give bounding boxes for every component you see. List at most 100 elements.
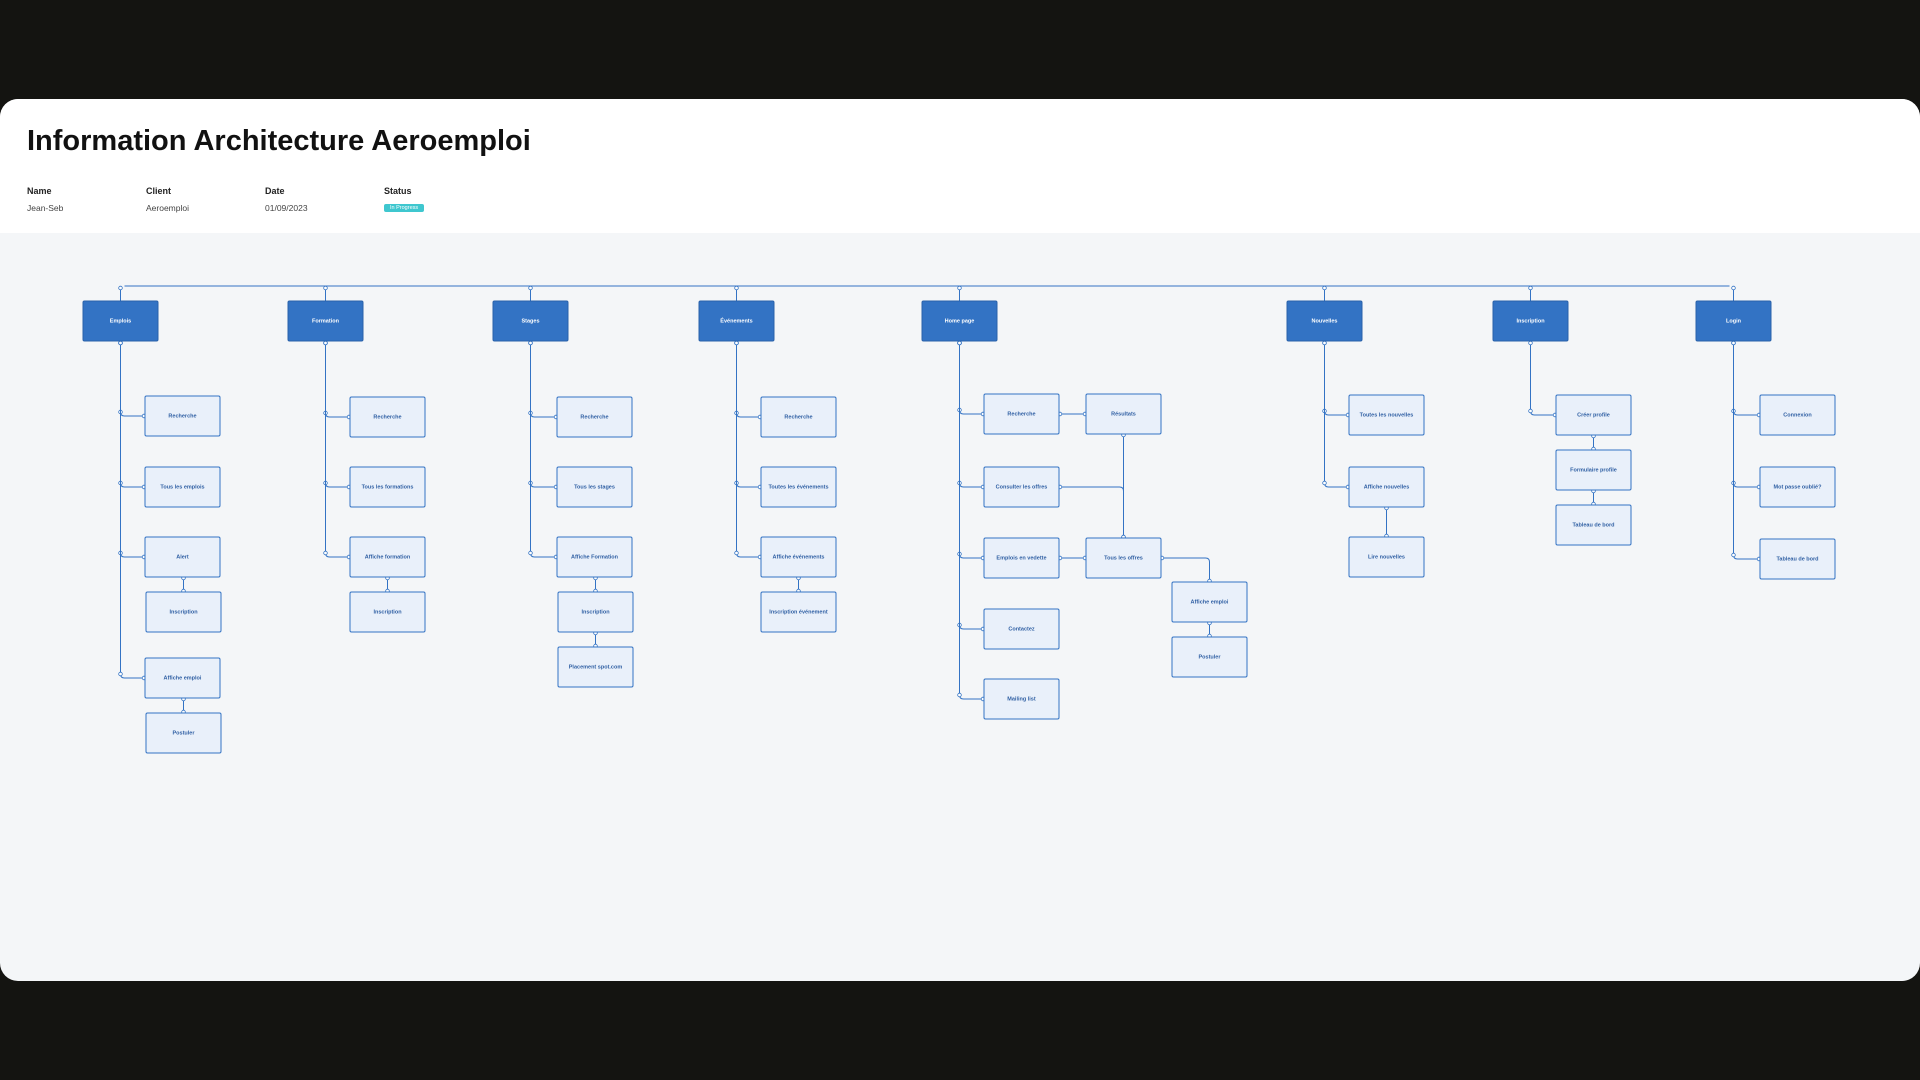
page-node-l2[interactable]: Mot passe oublié? xyxy=(1759,466,1836,508)
node-box xyxy=(1555,449,1632,491)
page-node-s1[interactable]: Recherche xyxy=(556,396,633,438)
connector-endpoint xyxy=(323,340,328,346)
page-node-s2[interactable]: Tous les stages xyxy=(556,466,633,508)
meta-status-label: Status xyxy=(384,186,412,196)
branch-link xyxy=(120,341,145,417)
node-box xyxy=(287,300,364,342)
page-node-i3[interactable]: Tableau de bord xyxy=(1555,504,1632,546)
node-label: Tous les offres xyxy=(1104,555,1143,561)
page-node-n3[interactable]: Lire nouvelles xyxy=(1348,536,1425,578)
page-node-h5[interactable]: Tous les offres xyxy=(1085,537,1162,579)
page-node-h4[interactable]: Emplois en vedette xyxy=(983,537,1060,579)
node-label: Inscription xyxy=(169,609,198,615)
node-label: Stages xyxy=(521,318,539,324)
node-label: Toutes les nouvelles xyxy=(1360,412,1414,418)
node-box xyxy=(1085,537,1162,579)
page-node-f3[interactable]: Affiche formation xyxy=(349,536,426,578)
page-node-h7[interactable]: Postuler xyxy=(1171,636,1248,678)
node-label: Recherche xyxy=(168,413,196,419)
page-node-e6[interactable]: Postuler xyxy=(145,712,222,754)
status-badge: In Progress xyxy=(384,204,425,212)
branch-link xyxy=(1324,341,1349,416)
connector-endpoint xyxy=(957,285,962,291)
node-label: Alert xyxy=(176,554,189,560)
page-node-f4[interactable]: Inscription xyxy=(349,591,426,633)
node-label: Créer profile xyxy=(1577,412,1610,418)
section-node-inscription[interactable]: Inscription xyxy=(1492,300,1569,342)
branch-link xyxy=(1733,341,1760,560)
page-node-e5[interactable]: Affiche emploi xyxy=(144,657,221,699)
node-box xyxy=(760,466,837,508)
page-node-e1[interactable]: Recherche xyxy=(144,395,221,437)
page-node-h2[interactable]: Résultats xyxy=(1085,393,1162,435)
page-node-i2[interactable]: Formulaire profile xyxy=(1555,449,1632,491)
branch-link xyxy=(959,341,984,700)
page-node-s4[interactable]: Inscription xyxy=(557,591,634,633)
node-label: Consulter les offres xyxy=(996,484,1048,490)
page-node-h9[interactable]: Mailing list xyxy=(983,678,1060,720)
node-label: Login xyxy=(1726,318,1742,324)
node-label: Événements xyxy=(720,316,752,324)
canvas-card: Information Architecture Aeroemploi Name… xyxy=(0,99,1920,981)
meta-client-label: Client xyxy=(146,186,172,196)
page-node-f1[interactable]: Recherche xyxy=(349,396,426,438)
elbow-link xyxy=(1059,486,1124,538)
page-node-h3[interactable]: Consulter les offres xyxy=(983,466,1060,508)
node-box xyxy=(983,393,1060,435)
node-box xyxy=(557,591,634,633)
page-node-v1[interactable]: Recherche xyxy=(760,396,837,438)
page-node-h6[interactable]: Affiche emploi xyxy=(1171,581,1248,623)
branch-link xyxy=(530,341,557,418)
node-box xyxy=(1171,581,1248,623)
section-node-nouvelles[interactable]: Nouvelles xyxy=(1286,300,1363,342)
page-node-v2[interactable]: Toutes les événements xyxy=(760,466,837,508)
node-box xyxy=(1492,300,1569,342)
page-node-i1[interactable]: Créer profile xyxy=(1555,394,1632,436)
section-node-home[interactable]: Home page xyxy=(921,300,998,342)
node-label: Formation xyxy=(312,318,340,324)
page-node-e4[interactable]: Inscription xyxy=(145,591,222,633)
branch-link xyxy=(325,341,350,558)
page-node-h1[interactable]: Recherche xyxy=(983,393,1060,435)
section-node-login[interactable]: Login xyxy=(1695,300,1772,342)
page-node-n2[interactable]: Affiche nouvelles xyxy=(1348,466,1425,508)
page-node-v3[interactable]: Affiche événements xyxy=(760,536,837,578)
meta-name-label: Name xyxy=(27,186,52,196)
branch-link xyxy=(530,341,557,558)
page-node-v4[interactable]: Inscription événement xyxy=(760,591,837,633)
node-box xyxy=(983,678,1060,720)
page-title: Information Architecture Aeroemploi xyxy=(27,125,531,157)
meta-client-value: Aeroemploi xyxy=(146,203,189,213)
page-node-n1[interactable]: Toutes les nouvelles xyxy=(1348,394,1425,436)
connector-endpoint xyxy=(1528,285,1533,291)
node-label: Résultats xyxy=(1111,411,1136,417)
branch-link xyxy=(736,341,761,488)
node-label: Tous les stages xyxy=(574,484,615,490)
node-box xyxy=(1555,504,1632,546)
page-node-h8[interactable]: Contactez xyxy=(983,608,1060,650)
section-node-formation[interactable]: Formation xyxy=(287,300,364,342)
node-label: Postuler xyxy=(172,730,195,736)
node-box xyxy=(983,537,1060,579)
connector-endpoint xyxy=(1528,408,1533,414)
section-node-stages[interactable]: Stages xyxy=(492,300,569,342)
page-node-f2[interactable]: Tous les formations xyxy=(349,466,426,508)
section-node-evenements[interactable]: Événements xyxy=(698,300,775,342)
section-node-emplois[interactable]: Emplois xyxy=(82,300,159,342)
page-node-l3[interactable]: Tableau de bord xyxy=(1759,538,1836,580)
meta-date-label: Date xyxy=(265,186,285,196)
page-node-e2[interactable]: Tous les emplois xyxy=(144,466,221,508)
meta-name: Name Jean-Seb xyxy=(27,186,63,213)
node-label: Inscription événement xyxy=(769,609,828,615)
branch-link xyxy=(1324,341,1349,488)
page-node-e3[interactable]: Alert xyxy=(144,536,221,578)
page-node-s5[interactable]: Placement spot.com xyxy=(557,646,634,688)
page-node-l1[interactable]: Connexion xyxy=(1759,394,1836,436)
page-node-s3[interactable]: Affiche Formation xyxy=(556,536,633,578)
connector-endpoint xyxy=(1322,480,1327,486)
node-label: Affiche nouvelles xyxy=(1364,484,1410,490)
connector-endpoint xyxy=(118,671,123,677)
connector-endpoint xyxy=(734,340,739,346)
meta-date: Date 01/09/2023 xyxy=(265,186,308,213)
branch-link xyxy=(959,341,984,630)
